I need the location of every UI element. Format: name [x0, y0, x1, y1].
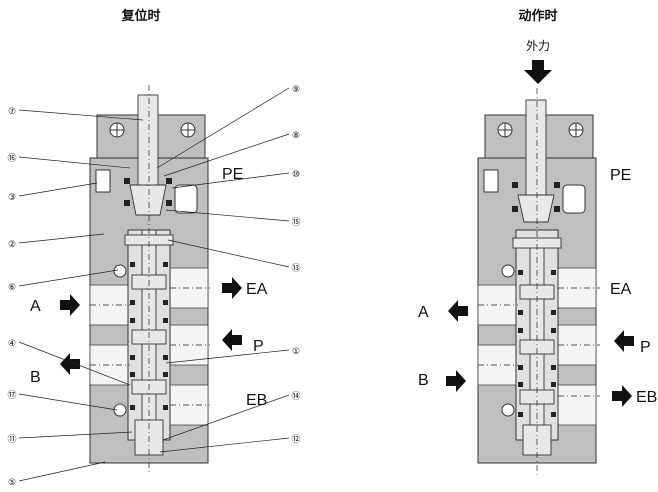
left-port-a: A — [30, 298, 41, 315]
left-arrow-b-out — [60, 353, 80, 375]
callout-1: ① — [292, 347, 300, 357]
callout-17: ⑰ — [7, 390, 16, 401]
left-arrow-ea-out — [222, 277, 242, 299]
force-arrow — [524, 60, 552, 84]
callout-10: ⑩ — [292, 170, 300, 180]
right-seals — [512, 182, 560, 417]
right-port-ea: EA — [610, 281, 632, 298]
force-label: 外力 — [526, 39, 550, 53]
right-valve-body — [477, 88, 597, 475]
callout-9: ⑨ — [292, 85, 300, 95]
right-title: 动作时 — [518, 8, 557, 24]
right-arrow-b-in — [446, 370, 466, 392]
callout-5: ⑤ — [8, 478, 16, 488]
callout-15: ⑮ — [291, 217, 300, 228]
left-arrow-p-in — [222, 329, 242, 351]
callout-7: ⑦ — [8, 107, 16, 117]
right-port-eb: EB — [636, 389, 657, 406]
callout-16: ⑯ — [7, 153, 16, 164]
callout-13: ⑬ — [291, 263, 300, 274]
right-panel: 动作时 外力 — [418, 8, 657, 475]
right-port-p: P — [640, 339, 651, 356]
callout-11: ⑪ — [7, 434, 16, 445]
left-port-pe: PE — [222, 166, 243, 183]
left-seals — [124, 178, 172, 410]
callout-12: ⑫ — [291, 434, 300, 445]
right-port-a: A — [418, 304, 429, 321]
left-arrow-a-in — [60, 294, 80, 316]
right-port-b: B — [418, 372, 429, 389]
right-arrow-p-in — [614, 330, 634, 352]
callout-6: ⑥ — [8, 283, 16, 293]
callout-8: ⑧ — [292, 131, 300, 141]
right-port-pe: PE — [610, 167, 631, 184]
left-port-b: B — [30, 369, 41, 386]
left-port-p: P — [253, 338, 264, 355]
callout-3: ③ — [8, 193, 16, 203]
callout-14: ⑭ — [291, 391, 300, 402]
left-title: 复位时 — [120, 8, 160, 24]
callout-4: ④ — [8, 339, 16, 349]
right-arrow-eb-out — [612, 385, 632, 407]
left-leaders — [18, 87, 290, 482]
left-valve-body — [89, 85, 209, 475]
left-port-ea: EA — [246, 281, 268, 298]
callout-2: ② — [8, 240, 16, 250]
left-panel: 复位时 — [7, 8, 300, 488]
right-arrow-a-out — [448, 300, 468, 322]
